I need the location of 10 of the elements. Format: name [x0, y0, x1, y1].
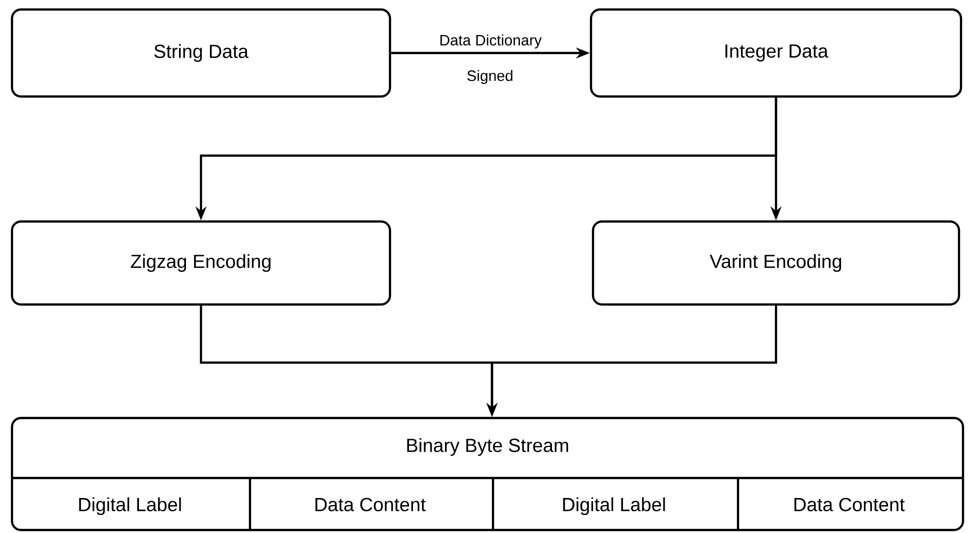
table-cell: Digital Label	[563, 497, 665, 516]
note-text: Signed	[467, 70, 512, 84]
edge-label: Data Dictionary	[440, 34, 542, 48]
process-box: Varint Encoding	[592, 220, 960, 306]
table-cell: Data Content	[315, 498, 426, 512]
process-box: String Data	[10, 8, 392, 98]
process-box: Integer Data	[590, 8, 962, 98]
process-box: Zigzag Encoding	[10, 220, 392, 306]
table-cell: Data Content	[794, 498, 905, 512]
table-cell: Digital Label	[79, 497, 181, 516]
